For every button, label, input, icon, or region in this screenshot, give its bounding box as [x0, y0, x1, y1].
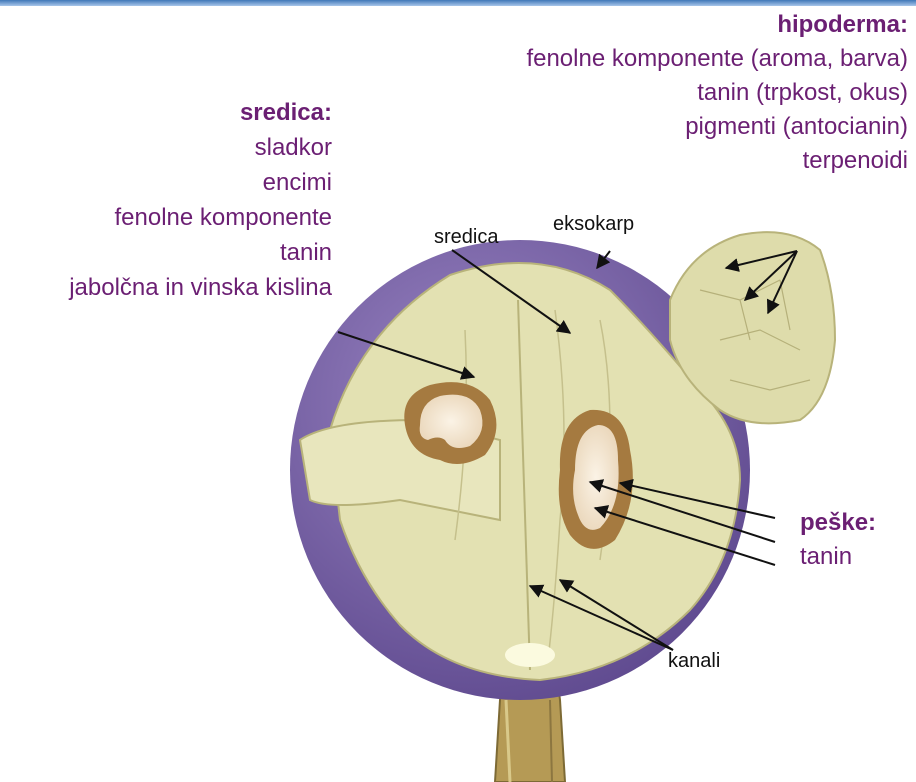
sredica-line-1: sladkor [69, 130, 332, 165]
hipoderma-title: hipoderma: [526, 8, 908, 42]
sredica-line-5: jabolčna in vinska kislina [69, 270, 332, 305]
label-kanali: kanali [668, 650, 720, 673]
peske-title: peške: [800, 506, 876, 540]
hipoderma-line-1: fenolne komponente (aroma, barva) [526, 42, 908, 76]
sredica-line-2: encimi [69, 165, 332, 200]
hipoderma-annotation: hipoderma: fenolne komponente (aroma, ba… [526, 8, 908, 178]
sredica-line-4: tanin [69, 235, 332, 270]
hipoderma-line-3: pigmenti (antocianin) [526, 110, 908, 144]
sredica-title: sredica: [69, 95, 332, 130]
peske-line-1: tanin [800, 540, 876, 574]
sredica-line-3: fenolne komponente [69, 200, 332, 235]
label-sredica: sredica [434, 226, 498, 249]
label-eksokarp: eksokarp [553, 213, 634, 236]
sredica-annotation: sredica: sladkor encimi fenolne komponen… [69, 95, 332, 305]
hipoderma-line-4: terpenoidi [526, 144, 908, 178]
hipoderma-line-2: tanin (trpkost, okus) [526, 76, 908, 110]
peske-annotation: peške: tanin [800, 506, 876, 574]
